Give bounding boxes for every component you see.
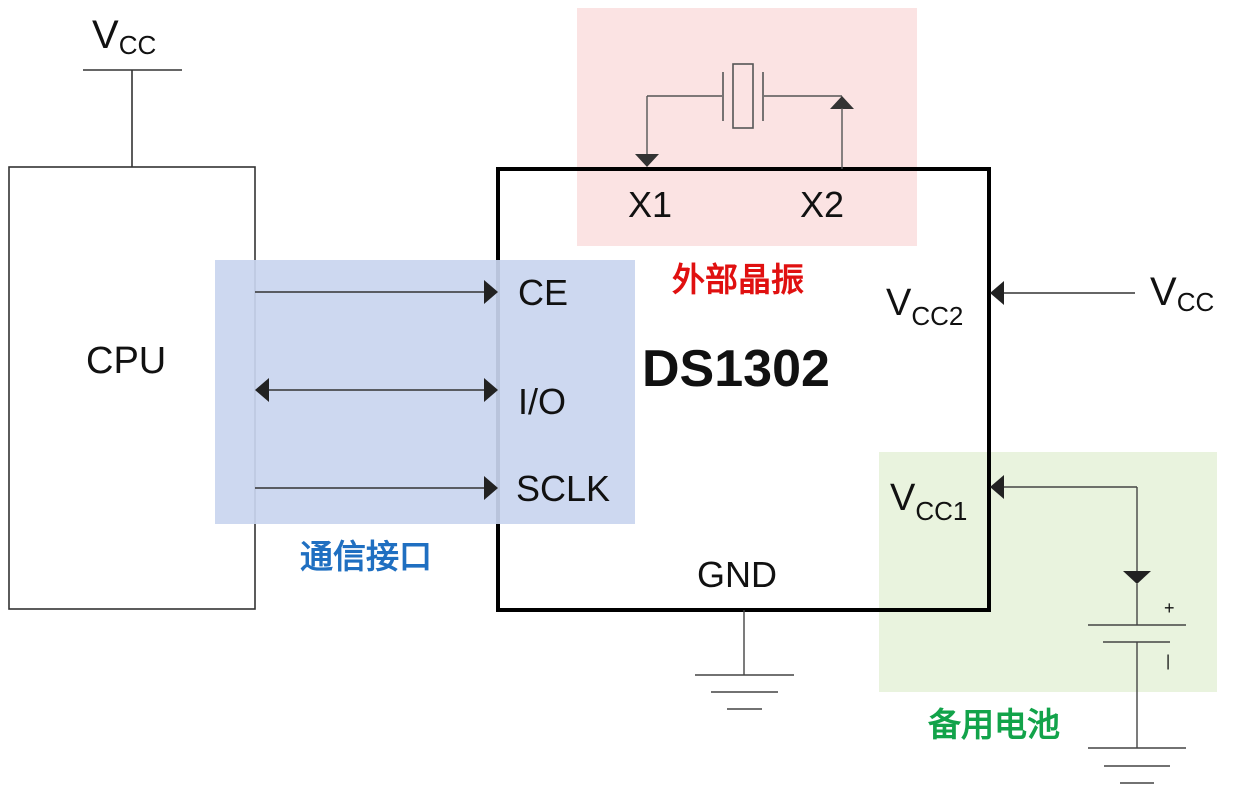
pin-x2-label: X2 xyxy=(800,184,844,225)
crystal-region-label: 外部晶振 xyxy=(672,260,804,299)
x2-arrow xyxy=(830,96,854,109)
pin-ce-label: CE xyxy=(518,272,568,313)
pin-vcc2-main: V xyxy=(886,282,912,324)
battery-plus-label: + xyxy=(1164,598,1175,618)
battery-region-label: 备用电池 xyxy=(928,705,1060,744)
io-arrow-right xyxy=(484,378,498,402)
cpu-vcc-label: VCC xyxy=(92,13,156,60)
battery-arrow xyxy=(1123,571,1151,584)
pin-vcc1-main: V xyxy=(890,477,916,519)
ce-arrow xyxy=(484,280,498,304)
interface-region xyxy=(215,260,635,524)
battery-minus-label: | xyxy=(1166,653,1170,670)
chip-name: DS1302 xyxy=(642,340,830,398)
cpu-vcc-main: V xyxy=(92,13,119,57)
pin-vcc1-sub: CC1 xyxy=(915,496,967,526)
vcc2-arrow xyxy=(990,281,1004,305)
battery-region xyxy=(879,452,1217,692)
cpu-label: CPU xyxy=(86,340,166,382)
x1-arrow xyxy=(635,154,659,167)
pin-io-label: I/O xyxy=(518,381,566,422)
sclk-arrow xyxy=(484,476,498,500)
pin-gnd-label: GND xyxy=(697,554,777,595)
pin-vcc1-label: VCC1 xyxy=(890,477,967,526)
pin-vcc2-sub: CC2 xyxy=(911,301,963,331)
supply-vcc-main: V xyxy=(1150,270,1177,314)
crystal-icon xyxy=(732,63,754,129)
interface-region-label: 通信接口 xyxy=(300,537,432,576)
supply-vcc-label: VCC xyxy=(1150,270,1214,317)
vcc1-arrow xyxy=(990,475,1004,499)
supply-vcc-sub: CC xyxy=(1177,287,1215,317)
io-arrow-left xyxy=(255,378,269,402)
pin-sclk-label: SCLK xyxy=(516,468,610,509)
crystal-region xyxy=(577,8,917,246)
pin-vcc2-label: VCC2 xyxy=(886,282,963,331)
cpu-vcc-sub: CC xyxy=(119,30,157,60)
pin-x1-label: X1 xyxy=(628,184,672,225)
